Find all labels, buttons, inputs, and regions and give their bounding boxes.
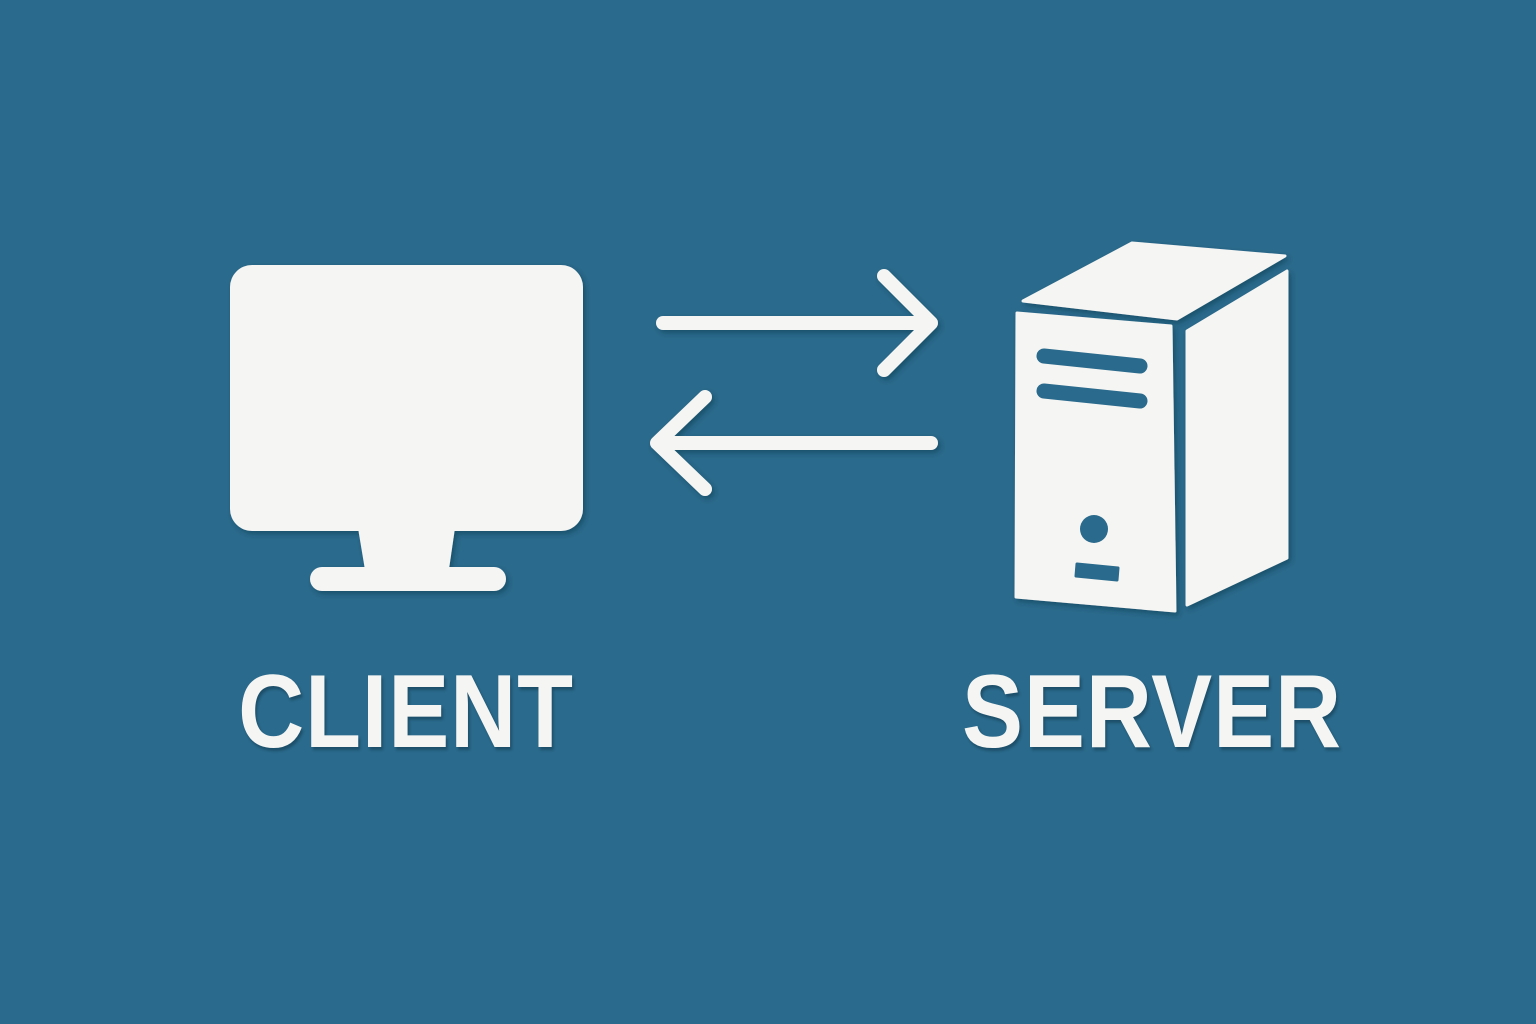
vent-slot-2 (1036, 383, 1148, 409)
server-vent-slots (1036, 348, 1148, 409)
server-top-face (1021, 241, 1287, 321)
arrow-client-to-server (656, 269, 938, 377)
monitor-bezel (230, 265, 583, 531)
connector-arrows (650, 269, 938, 496)
arrow-server-to-client (650, 390, 938, 496)
monitor-stand-neck (358, 528, 455, 576)
server-indicator-slot (1074, 562, 1120, 582)
monitor-base (310, 567, 506, 591)
arrow-head-left (650, 390, 712, 496)
desktop-monitor-icon (230, 265, 583, 591)
arrow-head-right (877, 269, 938, 377)
vent-slot-1 (1036, 348, 1148, 374)
server-power-button (1080, 515, 1108, 543)
server-side-face (1185, 269, 1289, 607)
client-label: CLIENT (238, 654, 574, 770)
server-tower-icon (1014, 241, 1289, 613)
server-label: SERVER (962, 654, 1342, 770)
